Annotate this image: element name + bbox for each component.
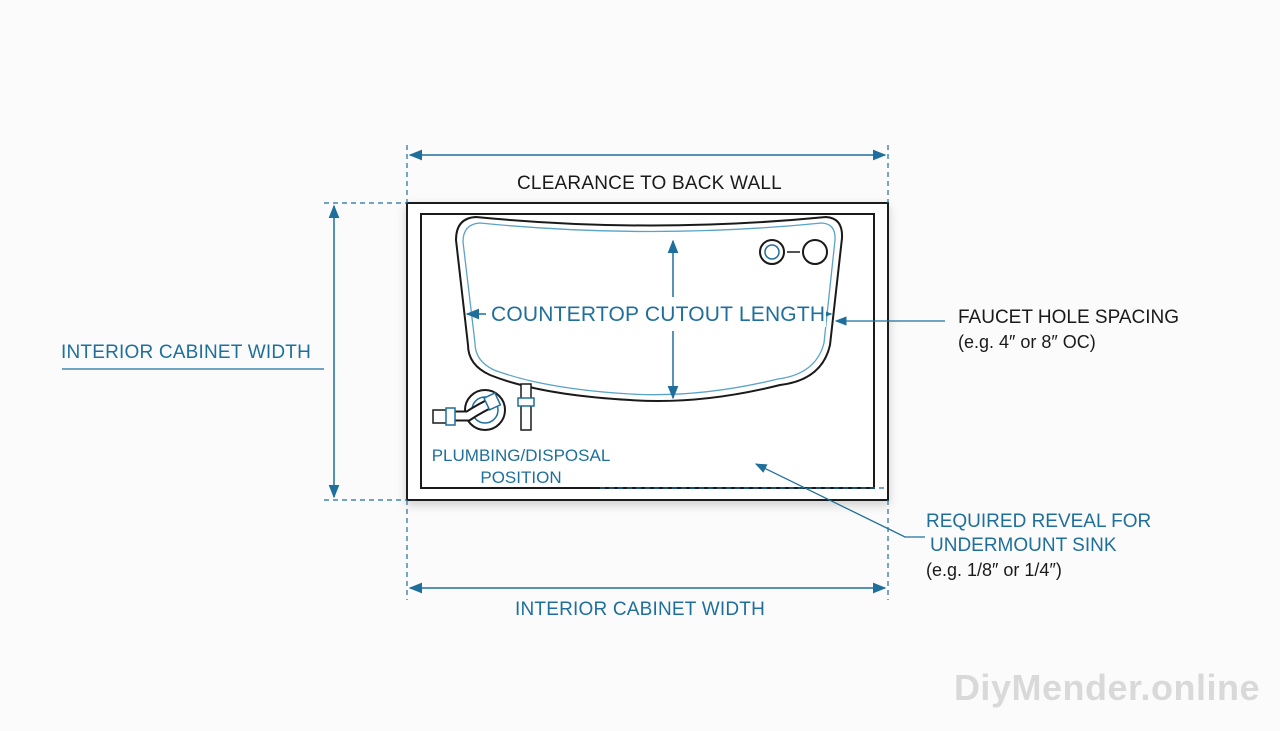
faucet-callout-note: (e.g. 4″ or 8″ OC) xyxy=(958,332,1096,352)
extension-lines xyxy=(324,145,889,600)
watermark: DiyMender.online xyxy=(953,667,1260,708)
top-dimension-label: CLEARANCE TO BACK WALL xyxy=(517,173,782,194)
faucet-callout-title: FAUCET HOLE SPACING xyxy=(958,307,1180,328)
plumbing-label: PLUMBING/DISPOSAL POSITION xyxy=(430,445,612,489)
sink-bowl-inner-edge xyxy=(462,222,836,396)
bottom-dimension-label: INTERIOR CABINET WIDTH xyxy=(515,599,765,620)
reveal-leader-line xyxy=(754,463,925,538)
supply-line-icon xyxy=(517,383,535,431)
faucet-hole-icon-2 xyxy=(802,239,828,265)
reveal-callout-line2: UNDERMOUNT SINK xyxy=(930,535,1117,556)
plumbing-disposal-icon xyxy=(432,389,506,431)
faucet-callout: FAUCET HOLE SPACING (e.g. 4″ or 8″ OC) xyxy=(958,306,1179,354)
reveal-callout: REQUIRED REVEAL FOR UNDERMOUNT SINK (e.g… xyxy=(926,510,1151,582)
plumbing-label-line1: PLUMBING/DISPOSAL xyxy=(431,446,611,465)
faucet-hole-icon xyxy=(759,239,785,265)
plumbing-label-line2: POSITION xyxy=(480,468,562,487)
left-dimension-label: INTERIOR CABINET WIDTH xyxy=(61,342,311,363)
reveal-callout-line1: REQUIRED REVEAL FOR xyxy=(926,511,1152,532)
reveal-callout-note: (e.g. 1/8″ or 1/4″) xyxy=(926,560,1062,580)
cutout-length-label: COUNTERTOP CUTOUT LENGTH xyxy=(490,303,827,327)
